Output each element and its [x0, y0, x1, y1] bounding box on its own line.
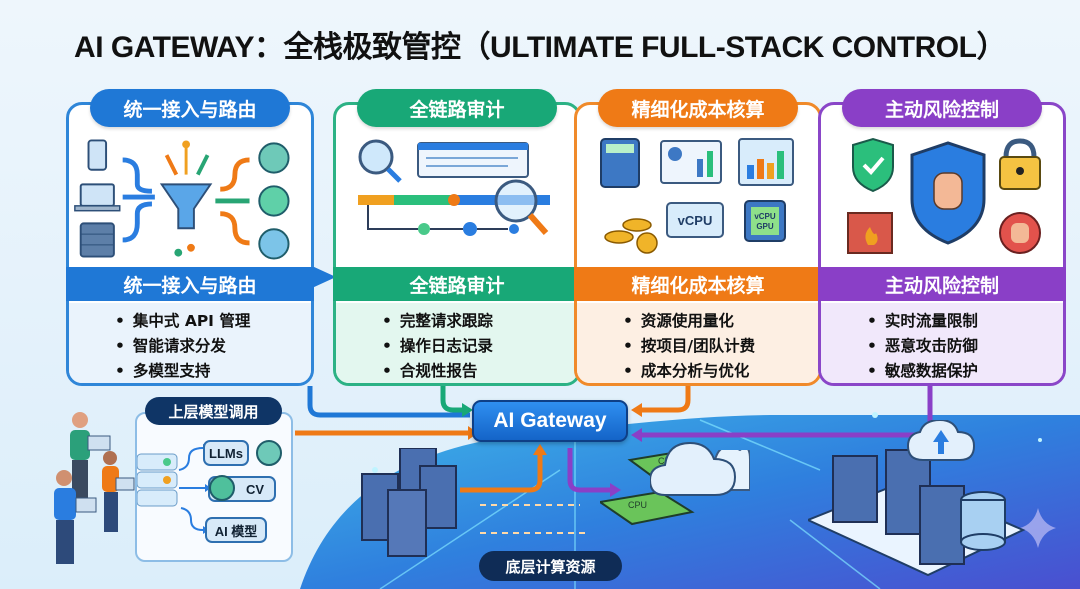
- feature-item: 成本分析与优化: [623, 359, 773, 384]
- laptop-icon: [74, 183, 121, 212]
- chip-label-line1: vCPU: [754, 212, 776, 221]
- feature-item: 按项目/团队计费: [623, 334, 773, 359]
- model-logo-icon: [256, 440, 282, 466]
- card-header: 全链路审计: [357, 89, 557, 127]
- card-band-title: 精细化成本核算: [574, 267, 822, 301]
- calculator-icon: [600, 138, 640, 188]
- person-icon: [102, 451, 135, 532]
- developers-illustration: [54, 412, 135, 564]
- card-header: 统一接入与路由: [90, 89, 290, 127]
- feature-item: 合规性报告: [382, 359, 532, 384]
- card-header: 精细化成本核算: [598, 89, 798, 127]
- ai-gateway-node: AI Gateway: [472, 400, 628, 442]
- upper-layer-title: 上层模型调用: [145, 397, 282, 425]
- cpu-label: CPU: [628, 500, 647, 510]
- person-icon: [54, 470, 97, 564]
- bar-chart-icon: [738, 138, 794, 186]
- report-chart-icon: [660, 140, 722, 184]
- server-icon: [79, 222, 115, 258]
- card-unified-routing: 统一接入与路由 统一接入与路由 集中式 API 管理 智能请求分发 多模型支持: [66, 89, 314, 386]
- data-center-platform-icon: [808, 420, 1026, 577]
- routing-illustration: [74, 139, 290, 260]
- card-proactive-risk-control: 主动风险控制 主动风险控制 实时流量限制 恶意攻击防御 敏感数据保护: [818, 89, 1066, 386]
- firewall-icon: [847, 212, 893, 254]
- smartphone-icon: [87, 139, 108, 171]
- coins-icon: [604, 218, 658, 254]
- hand-shield-icon: [910, 141, 986, 245]
- chip-label-line2: GPU: [756, 222, 774, 231]
- vcpu-label: vCPU: [678, 213, 713, 228]
- audit-illustration: [358, 139, 550, 236]
- feature-item: 敏感数据保护: [867, 359, 1017, 384]
- card-fine-cost-accounting: 精细化成本核算 vCPU vCPU GPU 精细化成本核算 资源使用量化 按项目…: [574, 89, 822, 386]
- magnifier-icon: [494, 179, 549, 235]
- card-band-title: 统一接入与路由: [66, 267, 314, 301]
- feature-item: 多模型支持: [115, 359, 265, 384]
- person-icon: [70, 412, 111, 500]
- feature-list: 完整请求跟踪 操作日志记录 合规性报告: [336, 303, 578, 383]
- feature-list: 实时流量限制 恶意攻击防御 敏感数据保护: [821, 303, 1063, 383]
- feature-list: 集中式 API 管理 智能请求分发 多模型支持: [69, 303, 311, 383]
- page-title: AI GATEWAY：全栈极致管控（ULTIMATE FULL-STACK CO…: [74, 31, 1006, 64]
- cost-illustration: vCPU vCPU GPU: [600, 138, 794, 254]
- feature-item: 智能请求分发: [115, 334, 265, 359]
- stop-hand-icon: [999, 212, 1041, 254]
- card-full-chain-audit: 全链路审计 全链路审计 完整请求跟踪 操作日志记录 合规性报告: [333, 89, 581, 386]
- model-logo-icon: [209, 475, 235, 501]
- card-band-title: 主动风险控制: [818, 267, 1066, 301]
- feature-item: 集中式 API 管理: [115, 309, 265, 334]
- feature-item: 恶意攻击防御: [867, 334, 1017, 359]
- risk-illustration: [847, 137, 1041, 254]
- upload-cloud-icon: [906, 420, 976, 461]
- feature-item: 实时流量限制: [867, 309, 1017, 334]
- cloud-icon: [650, 441, 737, 496]
- chip-icon: vCPU GPU: [744, 200, 786, 242]
- vcpu-icon: vCPU: [666, 202, 724, 238]
- brain-icon: [258, 185, 290, 217]
- server-stack-icon: [137, 453, 178, 507]
- model-tag-llms: LLMs: [203, 440, 249, 466]
- funnel-icon: [159, 183, 213, 230]
- feature-list: 资源使用量化 按项目/团队计费 成本分析与优化: [577, 303, 819, 383]
- magnifier-icon: [358, 139, 402, 183]
- feature-item: 资源使用量化: [623, 309, 773, 334]
- log-window-icon: [417, 142, 529, 178]
- card-header: 主动风险控制: [842, 89, 1042, 127]
- server-racks-icon: [361, 448, 457, 557]
- bottom-layer-title: 底层计算资源: [479, 551, 622, 581]
- card-band-title: 全链路审计: [333, 267, 581, 301]
- model-tag-ai-model: AI 模型: [205, 517, 267, 543]
- check-shield-icon: [852, 137, 894, 193]
- brain-icon: [258, 228, 290, 260]
- padlock-icon: [999, 138, 1041, 190]
- model-logo-icon: [258, 142, 290, 174]
- feature-item: 操作日志记录: [382, 334, 532, 359]
- feature-item: 完整请求跟踪: [382, 309, 532, 334]
